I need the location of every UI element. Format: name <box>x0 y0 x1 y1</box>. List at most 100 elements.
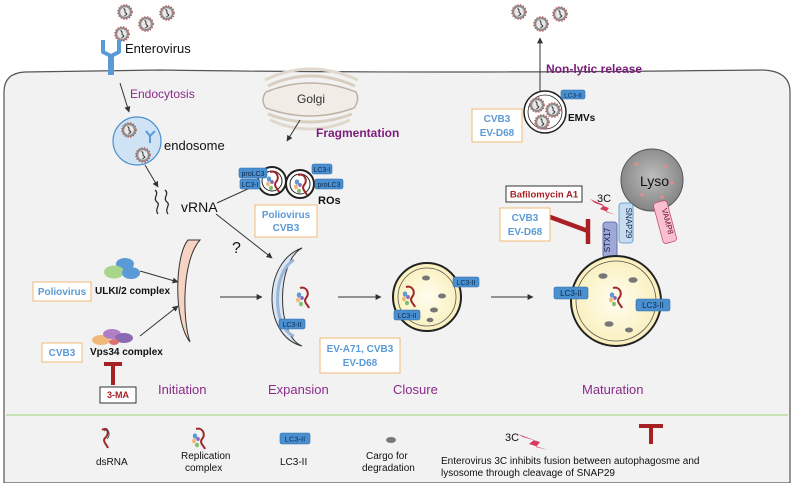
svg-text:EV-D68: EV-D68 <box>508 227 543 238</box>
svg-text:degradation: degradation <box>362 463 415 474</box>
svg-text:SNAP29: SNAP29 <box>624 208 633 239</box>
autophagosome <box>392 262 462 332</box>
svg-text:dsRNA: dsRNA <box>96 457 128 468</box>
vps34-complex-label: Vps34 complex <box>90 347 163 358</box>
svg-text:LC3-II: LC3-II <box>280 457 307 468</box>
vrna-label: vRNA <box>181 199 218 215</box>
legend-lightning-icon <box>518 434 548 450</box>
enterovirus-particles <box>114 4 175 42</box>
svg-text:LC3-II: LC3-II <box>282 322 301 329</box>
stage-closure: Closure <box>393 382 438 397</box>
ros-virus-box: Poliovirus CVB3 <box>254 204 318 238</box>
receptor-icon <box>101 40 121 75</box>
vps34-virus-box: CVB3 <box>41 342 83 363</box>
svg-text:proLC3: proLC3 <box>242 171 265 178</box>
stage-initiation: Initiation <box>158 382 206 397</box>
endosome-label: endosome <box>164 138 225 153</box>
endosome-arrow <box>144 164 159 188</box>
svg-text:LC3-II: LC3-II <box>397 313 416 320</box>
lc3-i-badge-left: LC3-I <box>239 178 261 190</box>
svg-text:CVB3: CVB3 <box>484 114 511 125</box>
vrna-strands <box>154 189 169 215</box>
svg-text:EV-D68: EV-D68 <box>343 358 378 369</box>
legend-inhibit-line1: Enterovirus 3C inhibits fusion between a… <box>441 456 700 467</box>
endosome <box>112 116 162 166</box>
svg-text:3C: 3C <box>505 432 519 444</box>
svg-text:LC3-I: LC3-I <box>241 182 258 189</box>
svg-text:EV-D68: EV-D68 <box>480 128 515 139</box>
emvs-label: EMVs <box>568 113 596 124</box>
ros-label: ROs <box>318 195 341 207</box>
released-viruses <box>511 4 568 32</box>
closure-lc3-ii-badge-top: LC3-II <box>452 276 480 288</box>
emvs-virus-box: CVB3 EV-D68 <box>471 108 523 143</box>
golgi-arrow <box>286 119 301 142</box>
bafilomycin-box: Bafilomycin A1 <box>505 185 583 203</box>
fragmentation-label: Fragmentation <box>316 126 399 140</box>
stage-maturation: Maturation <box>582 382 643 397</box>
lyso-label: Lyso <box>640 173 669 189</box>
svg-text:3-MA: 3-MA <box>107 390 129 400</box>
three-ma-inhibitor <box>104 362 122 385</box>
three-ma-box: 3-MA <box>99 386 137 404</box>
vrna-to-expansion-arrow <box>215 213 273 259</box>
svg-text:LC3-II: LC3-II <box>285 435 305 444</box>
svg-text:LC3-I: LC3-I <box>313 167 330 174</box>
three-c-label: 3C <box>597 193 611 205</box>
replication-organelles <box>257 166 315 199</box>
ulk-arrow <box>139 270 179 284</box>
ulk-complex-icon <box>104 258 140 279</box>
three-c-lightning-icon <box>590 199 616 215</box>
svg-text:LC3-II: LC3-II <box>564 93 582 100</box>
svg-text:CVB3: CVB3 <box>49 348 76 359</box>
svg-text:CVB3: CVB3 <box>512 213 539 224</box>
svg-text:STX17: STX17 <box>603 227 612 252</box>
svg-text:Replication: Replication <box>181 451 230 462</box>
golgi-label: Golgi <box>297 92 325 106</box>
svg-text:Poliovirus: Poliovirus <box>262 210 311 221</box>
svg-text:Poliovirus: Poliovirus <box>38 287 87 298</box>
svg-text:LC3-II: LC3-II <box>456 280 475 287</box>
phagophore <box>177 239 202 343</box>
svg-text:LC3-II: LC3-II <box>560 289 582 298</box>
legend-inhibit-line2: lysosome through cleavage of SNAP29 <box>441 468 615 479</box>
emv-lc3-ii-badge: LC3-II <box>560 89 586 100</box>
expansion-lc3-ii-badge: LC3-II <box>278 318 306 330</box>
legend-dsrna: dsRNA <box>96 427 128 468</box>
maturation-virus-box: CVB3 EV-D68 <box>499 207 551 242</box>
legend-replication-complex: Replication complex <box>181 427 230 474</box>
snap29-protein: SNAP29 <box>618 202 634 244</box>
legend-three-c: 3C <box>505 432 548 450</box>
expansion-virus-box: EV-A71, CVB3 EV-D68 <box>319 337 401 374</box>
svg-text:complex: complex <box>185 463 222 474</box>
vps34-arrow <box>139 305 179 337</box>
ulk-complex-label: ULKI/2 complex <box>95 286 170 297</box>
legend-lc3-ii: LC3-II LC3-II <box>279 432 311 468</box>
endocytosis-label: Endocytosis <box>130 87 195 101</box>
svg-text:CVB3: CVB3 <box>273 223 300 234</box>
golgi <box>262 67 359 131</box>
stx17-protein: STX17 <box>602 221 618 259</box>
non-lytic-release-label: Non-lytic release <box>546 62 642 76</box>
maturation-lc3-ii-badge-right: LC3-II <box>635 298 671 312</box>
prolc3-badge-left: proLC3 <box>238 167 268 179</box>
svg-text:LC3-II: LC3-II <box>642 301 664 310</box>
lysosome <box>620 148 684 212</box>
closure-lc3-ii-badge-bottom: LC3-II <box>393 309 421 321</box>
legend-cargo: Cargo for degradation <box>362 437 415 474</box>
question-mark: ? <box>232 240 241 257</box>
vps34-complex-icon <box>92 329 133 345</box>
stage-expansion: Expansion <box>268 382 329 397</box>
endocytosis-arrow <box>119 82 131 113</box>
svg-text:Bafilomycin A1: Bafilomycin A1 <box>510 190 579 201</box>
lc3-i-badge-right: LC3-I <box>311 163 333 175</box>
svg-text:Cargo for: Cargo for <box>366 451 408 462</box>
svg-text:EV-A71, CVB3: EV-A71, CVB3 <box>327 344 394 355</box>
maturation-lc3-ii-badge-left: LC3-II <box>553 286 589 300</box>
cell-membrane <box>3 69 791 483</box>
prolc3-badge-right: proLC3 <box>314 178 344 190</box>
ulk-virus-box: Poliovirus <box>32 281 92 302</box>
emv-vesicle <box>523 90 567 134</box>
legend-inhibitor-icon <box>639 424 663 444</box>
